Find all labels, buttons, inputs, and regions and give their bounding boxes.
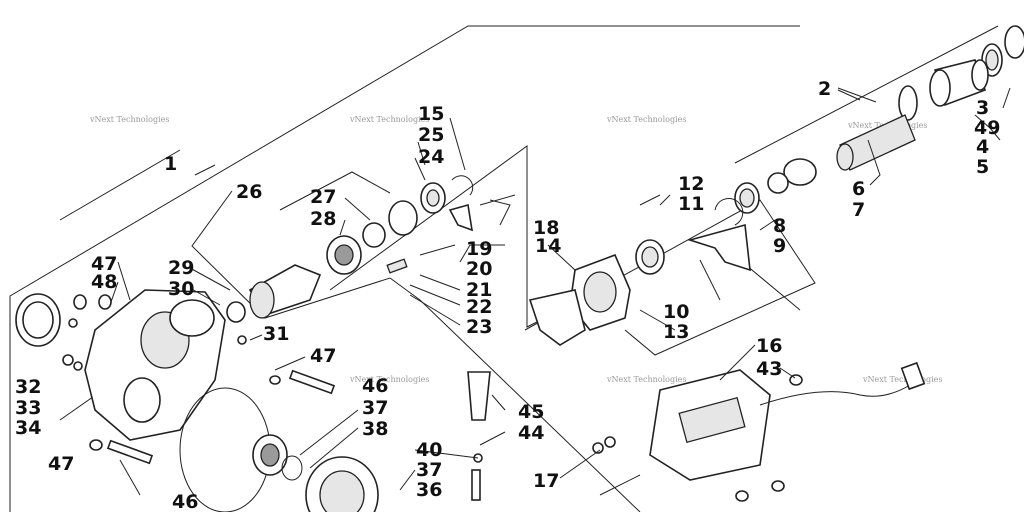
callout-label: 22	[466, 296, 492, 318]
watermark: vNext Technologies	[349, 375, 429, 384]
callout-label: 30	[168, 278, 194, 300]
callout-label: 40	[416, 439, 442, 461]
watermark: vNext Technologies	[89, 115, 169, 124]
callout-label: 8	[773, 215, 786, 237]
callout-label: 6	[852, 178, 865, 200]
watermark: vNext Technologies	[606, 115, 686, 124]
callout-label: 20	[466, 258, 492, 280]
callout-label: 2	[818, 78, 831, 100]
callout-label: 37	[362, 397, 388, 419]
callout-label: 7	[852, 199, 865, 221]
callout-label: 38	[362, 418, 388, 440]
watermark: vNext Technologies	[349, 115, 429, 124]
watermark: vNext Technologies	[606, 375, 686, 384]
callout-label: 46	[172, 491, 198, 512]
callout-label: 47	[48, 453, 74, 475]
callout-label: 29	[168, 257, 194, 279]
callout-label: 14	[535, 235, 561, 257]
callout-label: 44	[518, 422, 544, 444]
callout-label: 45	[518, 401, 544, 423]
output-shaft-assembly	[528, 25, 1024, 346]
callout-label: 3	[976, 97, 989, 119]
callout-label: 23	[466, 316, 492, 338]
callout-label: 12	[678, 173, 704, 195]
gear-housing	[15, 289, 336, 512]
callout-label: 28	[310, 208, 336, 230]
callout-label: 27	[310, 186, 336, 208]
callout-label: 16	[756, 335, 782, 357]
callout-label: 49	[974, 117, 1000, 139]
callout-label: 33	[15, 397, 41, 419]
callout-label: 32	[15, 376, 41, 398]
callout-label: 18	[533, 217, 559, 239]
callout-label: 47	[310, 345, 336, 367]
actuator-module	[592, 361, 926, 502]
callout-label: 48	[91, 271, 117, 293]
pinion-assembly	[226, 175, 516, 345]
callout-label: 34	[15, 417, 41, 439]
callout-label: 47	[91, 253, 117, 275]
callout-label: 36	[416, 479, 442, 501]
callout-label: 10	[663, 301, 689, 323]
callout-label: 4	[976, 136, 989, 158]
callout-label: 43	[756, 358, 782, 380]
callout-label: 1	[164, 153, 177, 175]
callout-label: 9	[773, 235, 786, 257]
callout-label: 25	[418, 124, 444, 146]
callout-label: 13	[663, 321, 689, 343]
ring-gear-assembly	[252, 371, 491, 512]
callout-label: 46	[362, 375, 388, 397]
group-frame-lines	[9, 25, 999, 512]
callout-label: 17	[533, 470, 559, 492]
callout-label: 19	[466, 238, 492, 260]
callout-label: 11	[678, 193, 704, 215]
callout-label: 26	[236, 181, 262, 203]
callout-label: 5	[976, 156, 989, 178]
watermark: vNext Technologies	[862, 375, 942, 384]
callout-label: 37	[416, 459, 442, 481]
callout-labels: 1 2 3 49 4 5 6 7 8 9 10 11 12 13 14 15 2…	[15, 78, 1000, 512]
callout-label: 31	[263, 323, 289, 345]
leader-lines	[109, 87, 1011, 496]
callout-label: 24	[418, 146, 444, 168]
callout-label: 21	[466, 279, 492, 301]
callout-label: 15	[418, 103, 444, 125]
